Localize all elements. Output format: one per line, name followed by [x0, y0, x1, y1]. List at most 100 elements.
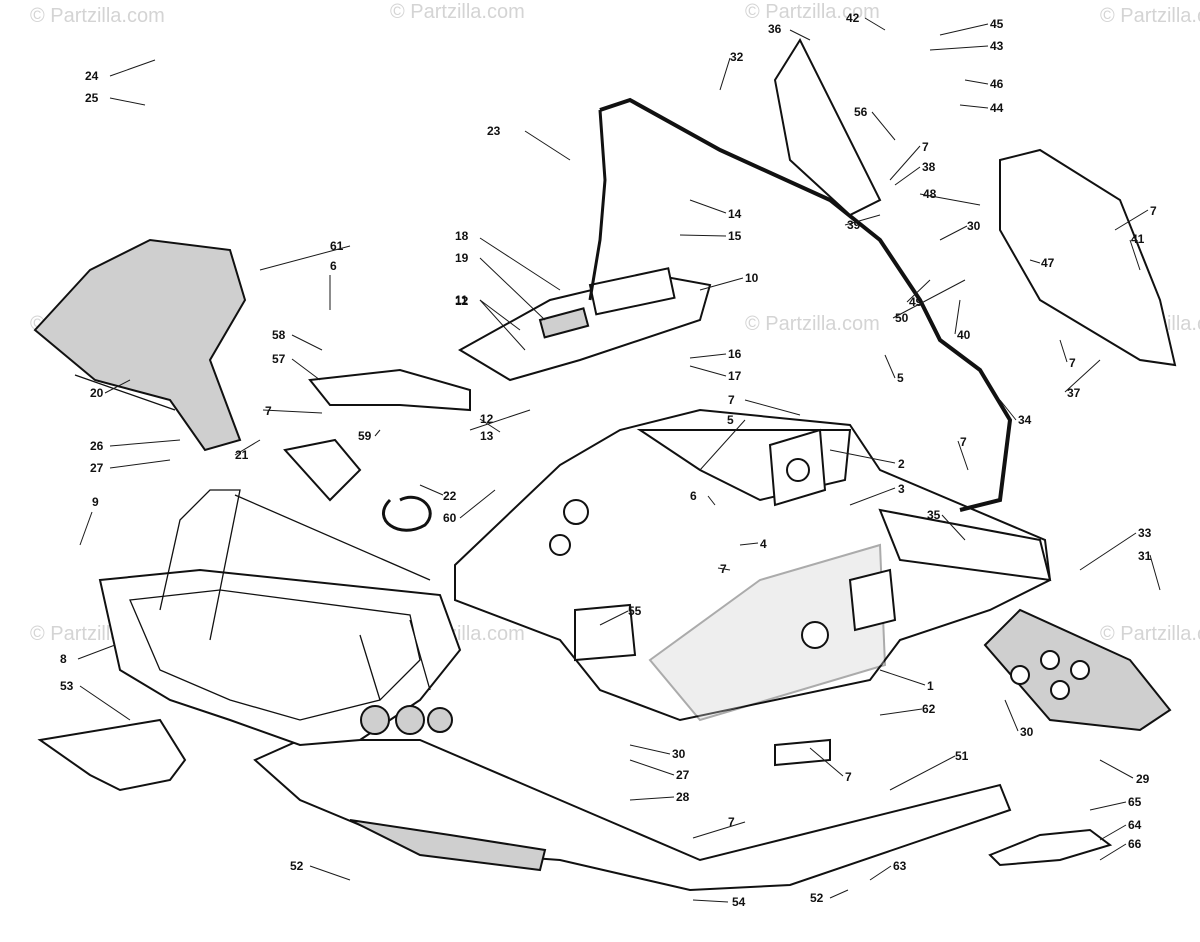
- leader-line: [699, 419, 746, 471]
- leader-line: [739, 542, 759, 546]
- leader-line: [929, 45, 989, 51]
- callout-5: 5: [727, 413, 734, 427]
- callout-34: 34: [1018, 413, 1032, 427]
- callout-54: 54: [732, 895, 746, 909]
- leader-line: [829, 449, 896, 464]
- callout-37: 37: [1067, 386, 1081, 400]
- frame-hoop: [359, 619, 431, 701]
- leader-line: [689, 365, 727, 377]
- leader-line: [679, 234, 727, 237]
- callout-18: 18: [455, 229, 469, 243]
- callout-40: 40: [957, 328, 971, 342]
- callout-57: 57: [272, 352, 286, 366]
- leader-line: [879, 708, 923, 716]
- callout-58: 58: [272, 328, 286, 342]
- leader-line: [689, 353, 727, 359]
- callout-32: 32: [730, 50, 744, 64]
- leader-line: [699, 277, 744, 291]
- callout-30: 30: [672, 747, 686, 761]
- leader-line: [957, 440, 969, 471]
- callout-49: 49: [909, 295, 923, 309]
- callout-10: 10: [745, 271, 759, 285]
- leader-line: [692, 899, 729, 903]
- callout-66: 66: [1128, 837, 1142, 851]
- leader-line: [479, 299, 526, 351]
- leader-line: [479, 237, 561, 291]
- callout-33: 33: [1138, 526, 1152, 540]
- nose-cone: [33, 238, 247, 452]
- callout-59: 59: [358, 429, 372, 443]
- callout-7: 7: [728, 815, 735, 829]
- leader-line: [1089, 801, 1127, 811]
- leader-line: [879, 669, 926, 686]
- leader-line: [629, 759, 675, 776]
- leader-line: [939, 225, 968, 241]
- leader-line: [109, 97, 146, 106]
- front-bumper-frame: [98, 568, 462, 747]
- callout-29: 29: [1136, 772, 1150, 786]
- leader-line: [374, 429, 381, 437]
- leader-line: [629, 744, 671, 755]
- callout-27: 27: [676, 768, 690, 782]
- leader-line: [1004, 699, 1019, 732]
- skid-hole: [1010, 665, 1030, 685]
- callout-11: 11: [455, 293, 468, 307]
- watermark-text: © Partzilla.com: [390, 1, 525, 23]
- leader-line: [109, 439, 181, 447]
- callout-7: 7: [728, 393, 735, 407]
- leader-line: [719, 57, 731, 91]
- callout-7: 7: [265, 404, 272, 418]
- callout-41: 41: [1131, 232, 1145, 246]
- leader-line: [259, 245, 351, 271]
- leader-line: [889, 755, 956, 791]
- skid-hole: [1040, 650, 1060, 670]
- leader-line: [954, 299, 961, 335]
- leader-line: [999, 399, 1017, 421]
- mount-pad: [774, 738, 831, 767]
- tunnel-hole: [563, 499, 589, 525]
- callout-25: 25: [85, 91, 99, 105]
- bulkhead-hole: [786, 458, 810, 482]
- callout-27: 27: [90, 461, 104, 475]
- callout-62: 62: [922, 702, 936, 716]
- callout-61: 61: [330, 239, 344, 253]
- leader-line: [291, 358, 321, 381]
- tunnel-hole: [549, 534, 571, 556]
- leader-line: [864, 17, 886, 31]
- watermark-text: © Partzilla.com: [1100, 623, 1200, 645]
- leader-line: [744, 399, 801, 416]
- leader-line: [871, 111, 896, 141]
- callout-1: 1: [927, 679, 934, 693]
- callout-52: 52: [810, 891, 824, 905]
- leader-line: [892, 279, 966, 319]
- watermark-text: © Partzilla.com: [1100, 5, 1200, 27]
- leader-line: [1059, 339, 1068, 363]
- skid-hole: [1070, 660, 1090, 680]
- leader-lines: [77, 17, 1161, 903]
- air-duct: [283, 438, 362, 502]
- hitch-bracket: [988, 828, 1113, 867]
- leader-line: [959, 104, 989, 109]
- nose-cone-edge: [74, 374, 176, 411]
- frame-roller: [427, 707, 453, 733]
- rear-rail: [878, 508, 1052, 582]
- frame-hoop: [159, 489, 241, 641]
- frame-hoop: [234, 494, 431, 581]
- callout-8: 8: [60, 652, 67, 666]
- callout-30: 30: [967, 219, 981, 233]
- leader-line: [1064, 359, 1101, 393]
- callout-7: 7: [960, 435, 967, 449]
- leader-line: [629, 796, 675, 801]
- callout-53: 53: [60, 679, 74, 693]
- callout-44: 44: [990, 101, 1004, 115]
- strap: [382, 495, 432, 532]
- leader-line: [894, 166, 921, 186]
- leader-line: [79, 511, 93, 546]
- leader-line: [109, 59, 156, 77]
- leader-line: [1114, 209, 1149, 231]
- callout-2: 2: [898, 457, 905, 471]
- leader-line: [919, 193, 981, 206]
- leader-line: [459, 489, 496, 519]
- callout-4: 4: [760, 537, 767, 551]
